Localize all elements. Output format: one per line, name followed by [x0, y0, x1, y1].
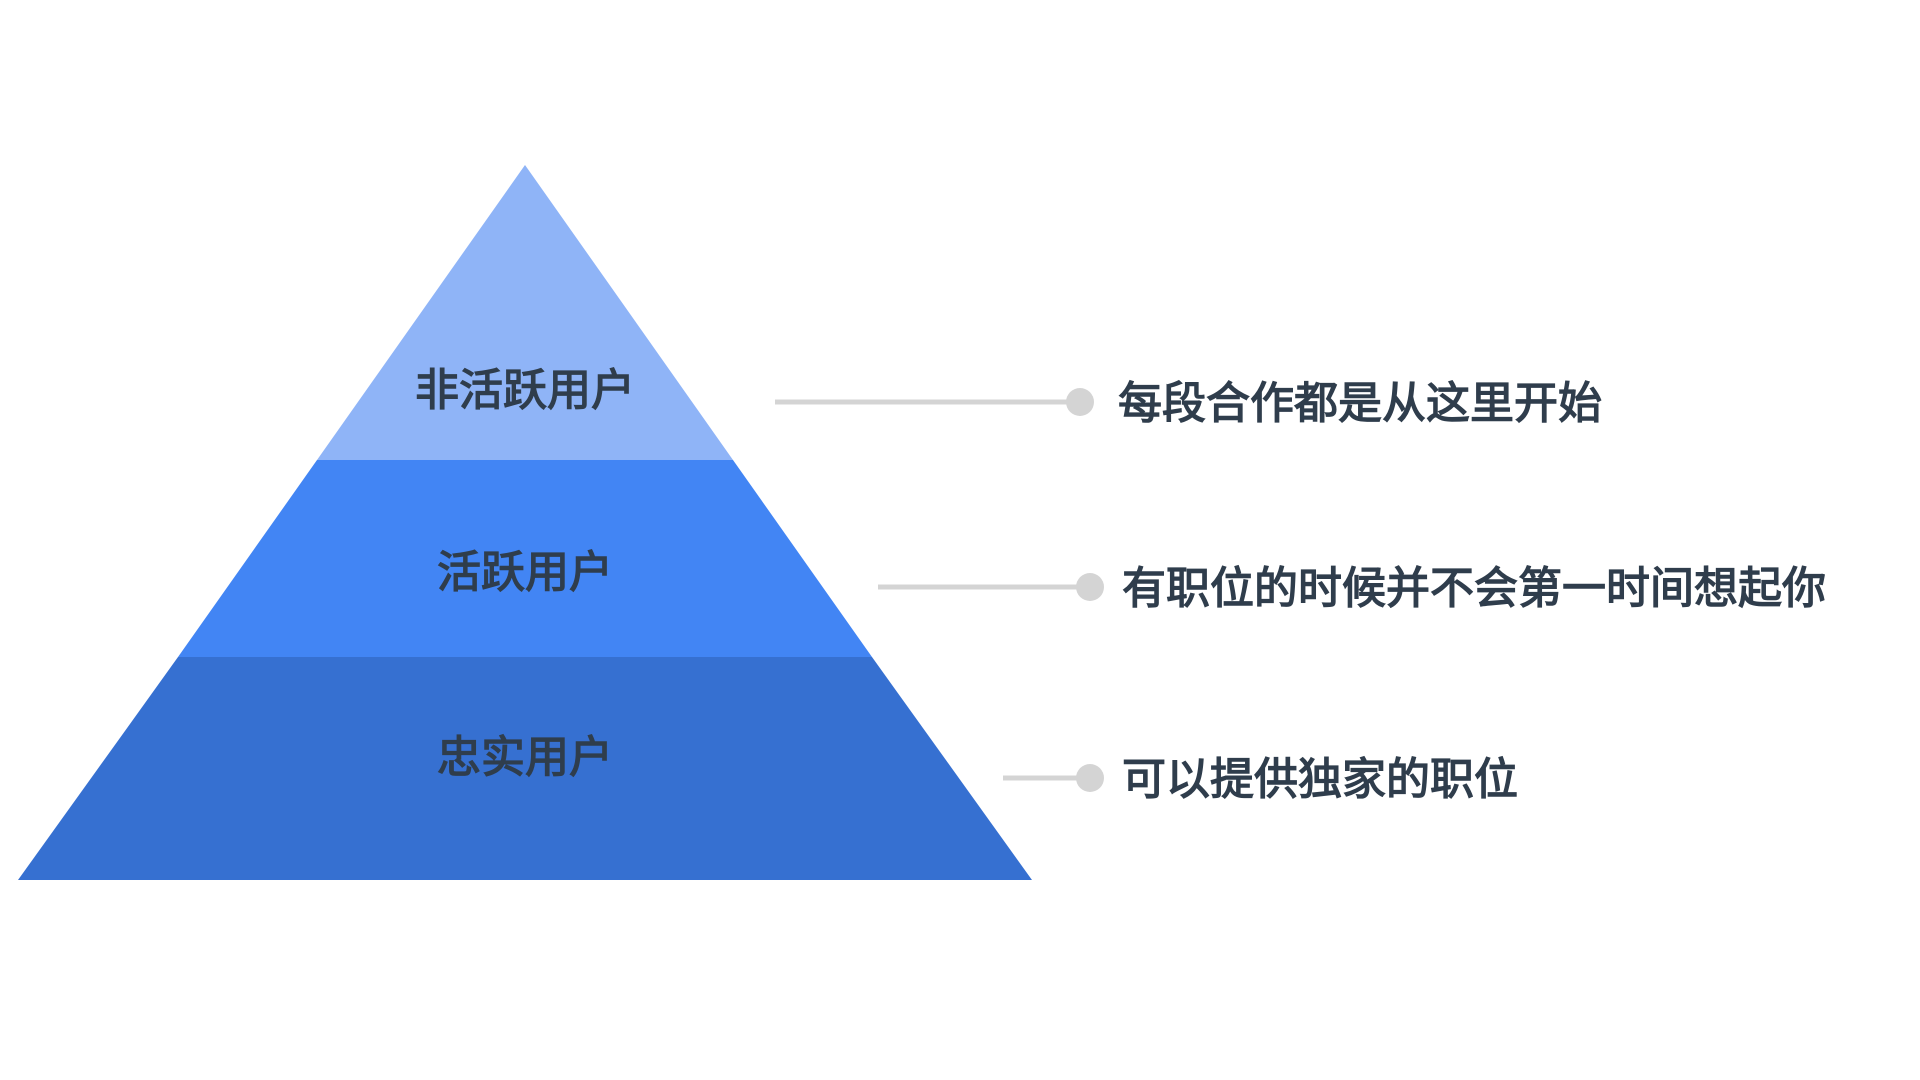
- connector-middle: [878, 573, 1104, 601]
- pyramid-tier-top: [317, 165, 733, 460]
- tier-label-middle: 活跃用户: [437, 547, 613, 598]
- pyramid-tier-bottom: [18, 657, 1032, 880]
- connector-top: [775, 388, 1094, 416]
- tier-label-top: 非活跃用户: [415, 365, 635, 416]
- connector-bottom: [1003, 764, 1104, 792]
- connector-dot-middle: [1076, 573, 1104, 601]
- tier-label-bottom: 忠实用户: [437, 732, 613, 783]
- pyramid-tier-middle: [178, 460, 872, 657]
- connector-dot-top: [1066, 388, 1094, 416]
- tier-description-middle: 有职位的时候并不会第一时间想起你: [1122, 563, 1826, 614]
- tier-description-top: 每段合作都是从这里开始: [1118, 378, 1602, 429]
- connector-dot-bottom: [1076, 764, 1104, 792]
- tier-description-bottom: 可以提供独家的职位: [1122, 754, 1518, 805]
